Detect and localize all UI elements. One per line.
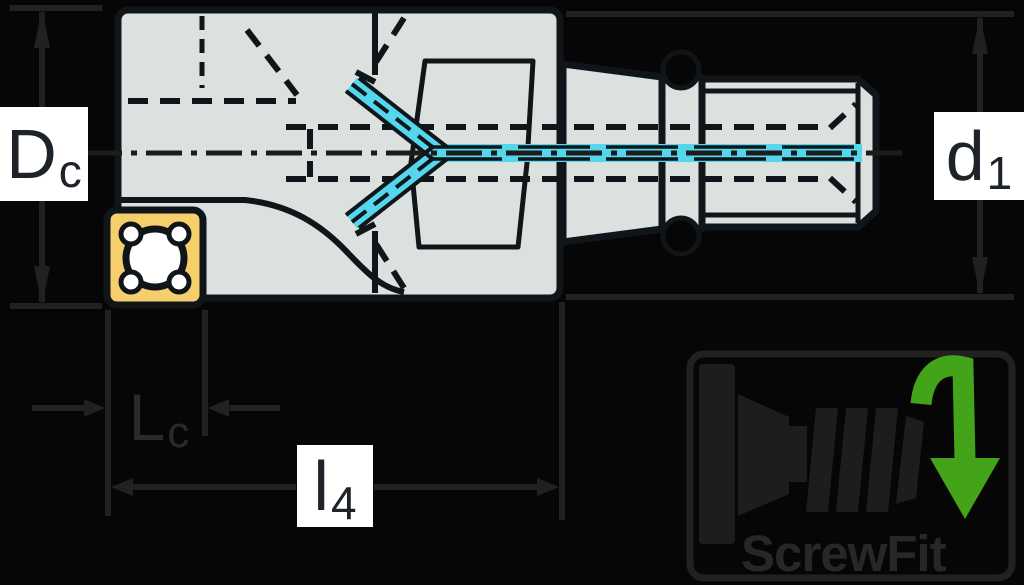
label-lc-main: L [128, 380, 166, 454]
insert-corner-hole [166, 269, 192, 295]
label-dc-sub: c [58, 145, 82, 197]
label-d1-sub: 1 [986, 147, 1013, 199]
insert-screw-hole [122, 225, 188, 291]
insert-corner-hole [166, 221, 192, 247]
hidden-pocket-outline [128, 28, 300, 104]
rotation-arrow-icon [910, 355, 1000, 519]
insert-corner-hole [118, 269, 144, 295]
hidden-bore-lines [286, 124, 828, 182]
coolant-branch-axes [350, 82, 442, 224]
label-dc-main: D [6, 115, 57, 193]
insert-corner-hole [118, 221, 144, 247]
lc-dimension [32, 310, 280, 516]
indexable-insert [103, 206, 207, 309]
coolant-branch-walls [344, 76, 449, 230]
logo-frame [686, 350, 1016, 582]
front-pocket-lines [354, 13, 378, 293]
screwfit-wordmark: ScrewFit [741, 525, 947, 582]
label-dc: D c [0, 107, 88, 201]
d1-dimension [566, 11, 1014, 300]
label-l4-main: l [313, 447, 329, 525]
hidden-coolant-exit [373, 16, 407, 290]
coolant-channel-walls [430, 145, 856, 161]
l4-dimension [111, 302, 565, 520]
screw-icon [699, 364, 924, 544]
label-lc-sub: c [167, 408, 190, 457]
flute-edge [118, 197, 405, 295]
hidden-end-chamfer [827, 101, 859, 205]
label-d1: d 1 [934, 112, 1024, 200]
label-l4-sub: 4 [330, 477, 357, 529]
cutter-body [86, 6, 906, 309]
label-d1-main: d [945, 117, 985, 195]
undercut-groove-bottom [660, 215, 702, 257]
undercut-groove-top [660, 49, 702, 91]
screwfit-logo [686, 350, 1016, 582]
label-lc: L c [114, 374, 204, 460]
label-l4: l 4 [297, 445, 373, 527]
